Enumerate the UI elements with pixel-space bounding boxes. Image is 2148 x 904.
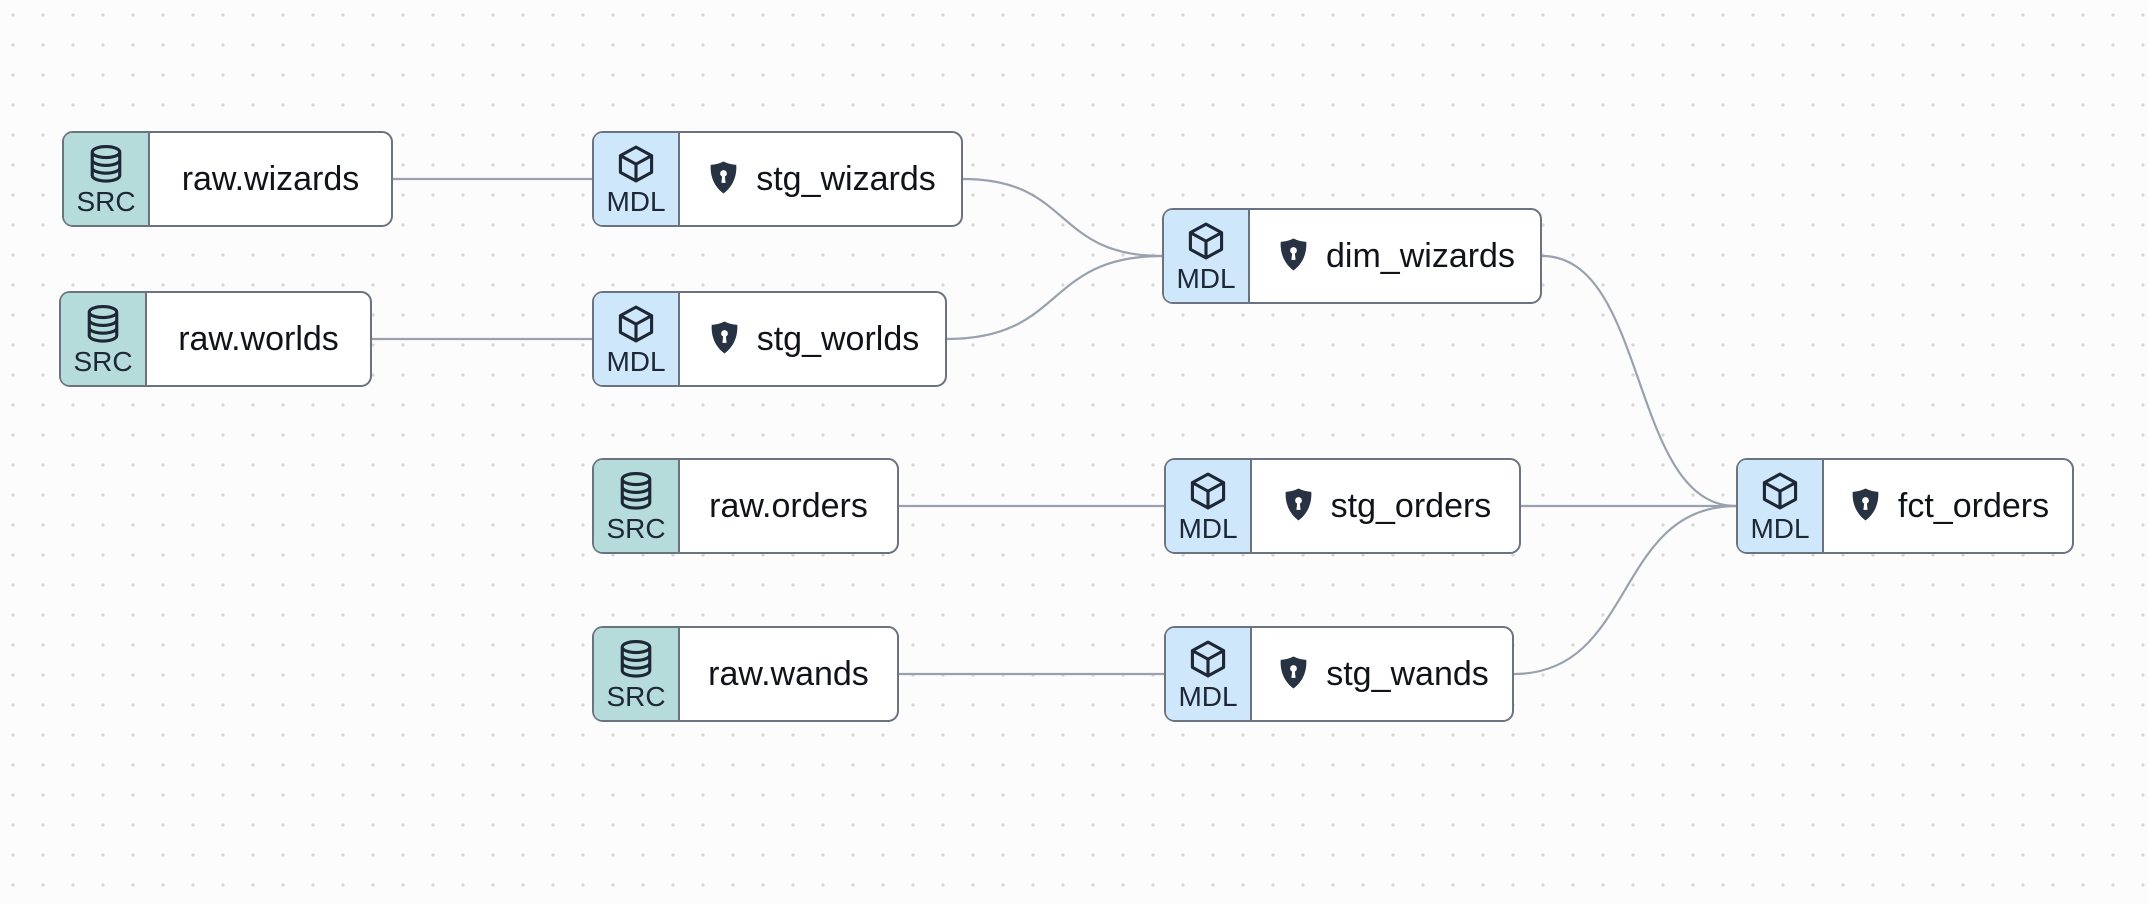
- node-badge-src: SRC: [64, 133, 150, 225]
- node-raw_worlds[interactable]: SRC raw.worlds: [59, 291, 372, 387]
- node-raw_wizards[interactable]: SRC raw.wizards: [62, 131, 393, 227]
- node-badge-mdl: MDL: [1738, 460, 1824, 552]
- badge-label: SRC: [606, 680, 666, 712]
- node-label: fct_orders: [1897, 486, 2050, 525]
- cube-icon: [1188, 222, 1224, 260]
- node-body: raw.orders: [680, 460, 897, 552]
- node-label: raw.worlds: [178, 319, 339, 358]
- database-icon: [620, 471, 652, 510]
- shield-lock-icon: [711, 321, 738, 354]
- edge-dim_wizards-to-fct_orders: [1541, 254, 1737, 508]
- node-stg_wands[interactable]: MDL stg_wands: [1164, 626, 1514, 722]
- node-badge-mdl: MDL: [594, 133, 680, 225]
- node-stg_orders[interactable]: MDL stg_orders: [1164, 458, 1521, 554]
- cube-icon: [1190, 640, 1226, 678]
- node-label: raw.wands: [708, 654, 869, 693]
- edge-stg_wands-to-fct_orders: [1513, 504, 1737, 676]
- node-body: raw.wizards: [150, 133, 391, 225]
- badge-label: SRC: [76, 185, 136, 217]
- edge-stg_worlds-to-dim_wizards: [946, 254, 1163, 341]
- node-label: stg_worlds: [756, 319, 920, 358]
- cube-icon: [1190, 472, 1226, 510]
- node-raw_wands[interactable]: SRC raw.wands: [592, 626, 899, 722]
- node-dim_wizards[interactable]: MDL dim_wizards: [1162, 208, 1542, 304]
- badge-label: SRC: [606, 512, 666, 544]
- node-badge-mdl: MDL: [594, 293, 680, 385]
- node-label: raw.wizards: [181, 159, 360, 198]
- node-badge-src: SRC: [61, 293, 147, 385]
- badge-label: MDL: [1178, 680, 1238, 712]
- node-label: stg_wizards: [756, 159, 936, 198]
- node-body: fct_orders: [1824, 460, 2072, 552]
- cube-icon: [618, 145, 654, 183]
- database-icon: [620, 639, 652, 678]
- node-body: dim_wizards: [1250, 210, 1540, 302]
- badge-label: SRC: [73, 345, 133, 377]
- node-label: stg_wands: [1326, 654, 1489, 693]
- badge-label: MDL: [1178, 512, 1238, 544]
- cube-icon: [618, 305, 654, 343]
- database-icon: [87, 304, 119, 343]
- database-icon: [90, 144, 122, 183]
- node-badge-mdl: MDL: [1166, 460, 1252, 552]
- node-body: stg_orders: [1252, 460, 1519, 552]
- shield-lock-icon: [710, 161, 737, 194]
- edge-stg_wizards-to-dim_wizards: [962, 177, 1163, 258]
- badge-label: MDL: [606, 345, 666, 377]
- shield-lock-icon: [1285, 488, 1312, 521]
- node-fct_orders[interactable]: MDL fct_orders: [1736, 458, 2074, 554]
- node-raw_orders[interactable]: SRC raw.orders: [592, 458, 899, 554]
- node-label: stg_orders: [1330, 486, 1492, 525]
- node-body: raw.wands: [680, 628, 897, 720]
- node-body: stg_wizards: [680, 133, 961, 225]
- node-body: raw.worlds: [147, 293, 370, 385]
- node-badge-mdl: MDL: [1166, 628, 1252, 720]
- node-badge-src: SRC: [594, 628, 680, 720]
- badge-label: MDL: [1750, 512, 1810, 544]
- shield-lock-icon: [1280, 656, 1307, 689]
- shield-lock-icon: [1280, 238, 1307, 271]
- cube-icon: [1762, 472, 1798, 510]
- node-stg_worlds[interactable]: MDL stg_worlds: [592, 291, 947, 387]
- node-body: stg_worlds: [680, 293, 945, 385]
- shield-lock-icon: [1852, 488, 1879, 521]
- node-label: dim_wizards: [1326, 236, 1515, 275]
- badge-label: MDL: [606, 185, 666, 217]
- node-body: stg_wands: [1252, 628, 1512, 720]
- node-badge-mdl: MDL: [1164, 210, 1250, 302]
- node-label: raw.orders: [709, 486, 868, 525]
- node-stg_wizards[interactable]: MDL stg_wizards: [592, 131, 963, 227]
- badge-label: MDL: [1176, 262, 1236, 294]
- node-badge-src: SRC: [594, 460, 680, 552]
